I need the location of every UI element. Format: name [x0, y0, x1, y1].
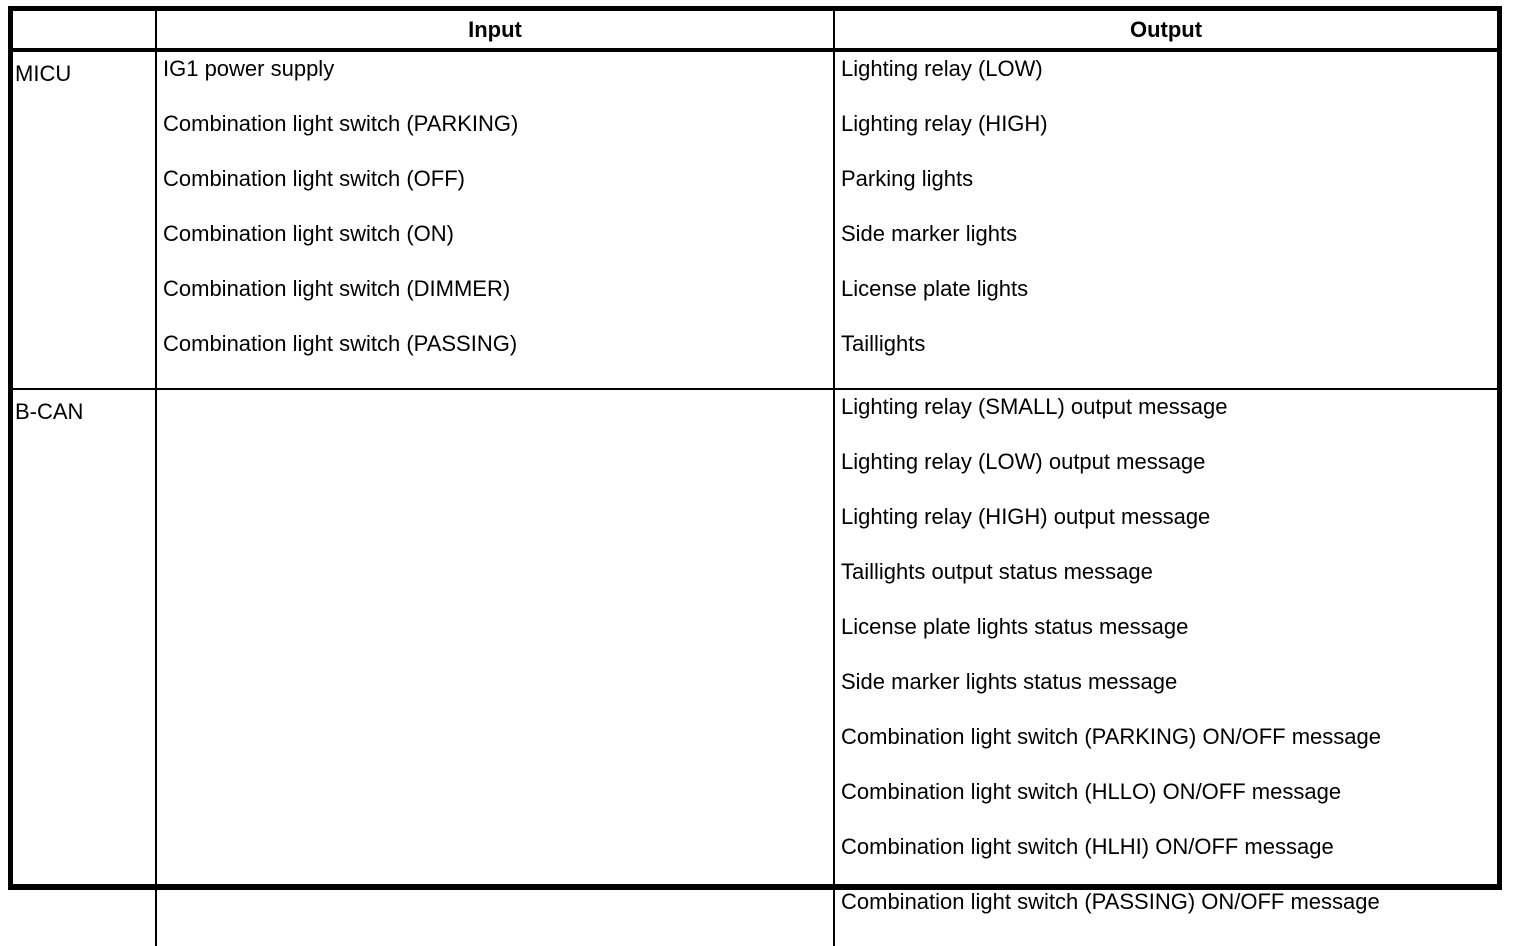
input-item-text: IG1 power supply: [163, 56, 335, 81]
list-item: Side marker lights status message: [835, 671, 1497, 726]
group-label-micu: MICU: [15, 61, 72, 86]
table: Input Output MICU IG1 power supply Combi…: [13, 11, 1497, 946]
output-item-text: License plate lights status message: [841, 614, 1189, 639]
input-cell-micu: IG1 power supply Combination light switc…: [156, 50, 835, 390]
list-item: Combination light switch (HLLO) ON/OFF m…: [835, 781, 1497, 836]
output-item-text: Parking lights: [841, 166, 974, 191]
output-item-text: Taillights: [841, 331, 926, 356]
list-item: Combination light switch (HLHI) ON/OFF m…: [835, 836, 1497, 891]
output-item-text: Lighting relay (SMALL) output message: [841, 394, 1228, 419]
group-cell-micu: MICU: [13, 50, 157, 390]
output-item-text: Lighting relay (LOW): [841, 56, 1043, 81]
header-row: Input Output: [13, 11, 1497, 52]
input-list-micu: IG1 power supply Combination light switc…: [157, 52, 833, 388]
output-item-text: Taillights output status message: [841, 559, 1153, 584]
input-item-text: Combination light switch (DIMMER): [163, 276, 511, 301]
output-item-text: Combination light switch (PASSING) ON/OF…: [841, 889, 1380, 914]
page-root: Input Output MICU IG1 power supply Combi…: [8, 6, 1502, 946]
output-item-text: Combination light switch (PARKING) ON/OF…: [841, 724, 1381, 749]
list-item: Combination light switch (PASSING): [157, 333, 833, 388]
output-item-text: License plate lights: [841, 276, 1029, 301]
header-input: Input: [156, 11, 835, 52]
output-cell-micu: Lighting relay (LOW) Lighting relay (HIG…: [834, 50, 1497, 390]
input-output-table: Input Output MICU IG1 power supply Combi…: [8, 6, 1502, 946]
output-item-text: Side marker lights status message: [841, 669, 1178, 694]
table-head: Input Output: [13, 11, 1497, 52]
group-label-bcan: B-CAN: [15, 399, 84, 424]
list-item: Combination light switch (ON): [157, 223, 833, 278]
list-item: Lighting relay (SMALL) output message: [835, 396, 1497, 451]
list-item: License plate lights status message: [835, 616, 1497, 671]
output-list-bcan: Lighting relay (SMALL) output message Li…: [835, 390, 1497, 946]
list-item: Combination light switch (DIMMER): [157, 278, 833, 333]
list-item: Parking lights: [835, 168, 1497, 223]
output-cell-bcan: Lighting relay (SMALL) output message Li…: [834, 389, 1497, 946]
table-row-micu: MICU IG1 power supply Combination light …: [13, 50, 1497, 390]
list-item: IG1 power supply: [157, 58, 833, 113]
list-item: Lighting relay (LOW) output message: [835, 451, 1497, 506]
input-item-text: Combination light switch (OFF): [163, 166, 465, 191]
output-list-micu: Lighting relay (LOW) Lighting relay (HIG…: [835, 52, 1497, 388]
table-row-bcan: B-CAN Lighting relay (SMALL) output mess…: [13, 389, 1497, 946]
output-item-text: Lighting relay (HIGH): [841, 111, 1048, 136]
list-item: Taillights output status message: [835, 561, 1497, 616]
table-body: MICU IG1 power supply Combination light …: [13, 50, 1497, 946]
list-item: Lighting relay (HIGH) output message: [835, 506, 1497, 561]
header-output: Output: [834, 11, 1497, 52]
group-cell-bcan: B-CAN: [13, 389, 157, 946]
list-item: Side marker lights: [835, 223, 1497, 278]
input-item-text: Combination light switch (ON): [163, 221, 454, 246]
list-item: Combination light switch (PASSING) ON/OF…: [835, 891, 1497, 946]
list-item: Lighting relay (HIGH): [835, 113, 1497, 168]
header-group-blank: [13, 11, 157, 52]
output-item-text: Side marker lights: [841, 221, 1018, 246]
list-item: Taillights: [835, 333, 1497, 388]
input-item-text: Combination light switch (PARKING): [163, 111, 519, 136]
output-item-text: Lighting relay (HIGH) output message: [841, 504, 1211, 529]
list-item: Combination light switch (PARKING) ON/OF…: [835, 726, 1497, 781]
input-list-bcan: [157, 390, 833, 396]
list-item: Combination light switch (OFF): [157, 168, 833, 223]
output-item-text: Combination light switch (HLLO) ON/OFF m…: [841, 779, 1342, 804]
input-cell-bcan: [156, 389, 835, 946]
output-item-text: Combination light switch (HLHI) ON/OFF m…: [841, 834, 1334, 859]
list-item: Lighting relay (LOW): [835, 58, 1497, 113]
list-item: License plate lights: [835, 278, 1497, 333]
output-item-text: Lighting relay (LOW) output message: [841, 449, 1206, 474]
input-item-text: Combination light switch (PASSING): [163, 331, 518, 356]
list-item: Combination light switch (PARKING): [157, 113, 833, 168]
